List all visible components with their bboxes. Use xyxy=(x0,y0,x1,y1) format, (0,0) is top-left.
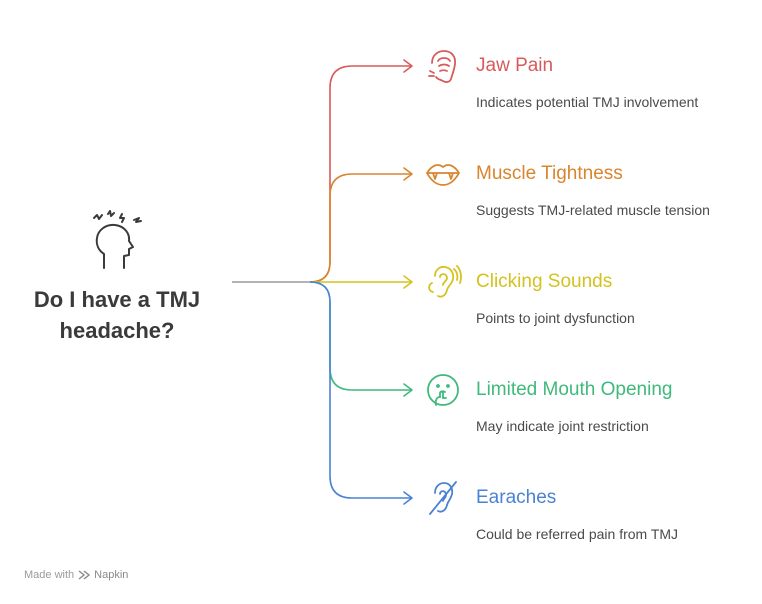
made-with-label: Made with xyxy=(24,569,75,581)
mouth-icon xyxy=(424,155,462,193)
face-hand-icon xyxy=(424,371,462,409)
branch-arrowhead xyxy=(403,491,413,505)
made-with-napkin-credit: Made with Napkin xyxy=(24,569,128,581)
branch-arrowhead xyxy=(403,167,413,181)
item-title-clicking-sounds: Clicking Sounds xyxy=(476,271,613,292)
ear-sound-icon xyxy=(424,263,462,301)
napkin-logo-icon xyxy=(78,570,91,580)
item-description-muscle-tightness: Suggests TMJ-related muscle tension xyxy=(476,202,710,218)
item-title-muscle-tightness: Muscle Tightness xyxy=(476,163,623,184)
item-title-jaw-pain: Jaw Pain xyxy=(476,55,554,76)
diagram-title: Do I have a TMJ headache? xyxy=(33,287,201,343)
branch-line xyxy=(309,173,412,283)
item-description-earaches: Could be referred pain from TMJ xyxy=(476,526,679,542)
branch-arrowhead xyxy=(403,275,413,289)
item-title-limited-mouth-opening: Limited Mouth Opening xyxy=(476,379,673,400)
headache-head-icon xyxy=(93,210,142,269)
item-description-limited-mouth-opening: May indicate joint restriction xyxy=(476,418,649,434)
branch-arrowhead xyxy=(403,59,413,73)
branch-line xyxy=(309,281,412,391)
ear-off-icon xyxy=(424,479,462,517)
item-title-earaches: Earaches xyxy=(476,487,557,508)
jaw-pain-icon xyxy=(424,47,462,85)
item-description-jaw-pain: Indicates potential TMJ involvement xyxy=(476,94,699,110)
napkin-brand: Napkin xyxy=(94,569,129,581)
item-description-clicking-sounds: Points to joint dysfunction xyxy=(476,310,635,326)
branch-arrowhead xyxy=(403,383,413,397)
branch-line xyxy=(309,281,412,499)
